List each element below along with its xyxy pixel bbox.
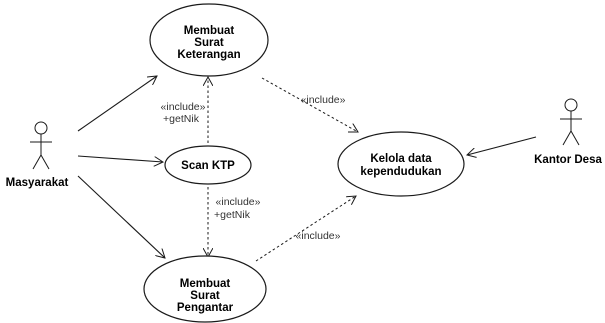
label-getnik-scan-pengantar: +getNik	[214, 209, 251, 221]
actor-masyarakat[interactable]: Masyarakat	[6, 121, 69, 189]
label-include-scan-keterangan: «include»	[161, 101, 206, 113]
usecase-kelola-line1: Kelola data	[370, 153, 432, 165]
usecase-pengantar-line2: Surat	[190, 290, 220, 302]
usecase-kelola-line2: kependudukan	[360, 166, 441, 178]
include-keterangan-kelola	[261, 77, 358, 132]
actor-masyarakat-label: Masyarakat	[6, 177, 69, 189]
label-include-keterangan-kelola: «include»	[301, 94, 346, 106]
usecase-pengantar-line1: Membuat	[180, 278, 231, 290]
usecase-scan-label: Scan KTP	[181, 160, 235, 172]
actor-kantor-desa-label: Kantor Desa	[534, 154, 602, 166]
usecase-keterangan-line1: Membuat	[184, 25, 235, 37]
usecase-keterangan-line2: Surat	[194, 37, 224, 49]
assoc-masyarakat-pengantar	[77, 175, 165, 258]
usecase-pengantar-line3: Pengantar	[177, 302, 234, 314]
usecase-membuat-surat-keterangan[interactable]: Membuat Surat Keterangan	[149, 3, 269, 77]
usecase-kelola-data-kependudukan[interactable]: Kelola data kependudukan	[337, 131, 465, 197]
usecase-scan-ktp[interactable]: Scan KTP	[164, 145, 252, 185]
usecase-membuat-surat-pengantar[interactable]: Membuat Surat Pengantar	[143, 255, 267, 323]
actor-kantor-desa[interactable]: Kantor Desa	[534, 98, 602, 166]
assoc-kantor-desa-kelola	[467, 136, 537, 155]
label-include-pengantar-kelola: «include»	[296, 230, 341, 242]
include-pengantar-kelola	[255, 196, 356, 262]
assoc-masyarakat-scan	[77, 155, 163, 162]
actor-kantor-desa-icon	[560, 98, 582, 146]
actor-masyarakat-icon	[30, 121, 52, 170]
label-getnik-scan-keterangan: +getNik	[163, 113, 200, 125]
assoc-masyarakat-keterangan	[77, 76, 157, 132]
label-include-scan-pengantar: «include»	[216, 196, 261, 208]
usecase-keterangan-line3: Keterangan	[177, 49, 240, 61]
